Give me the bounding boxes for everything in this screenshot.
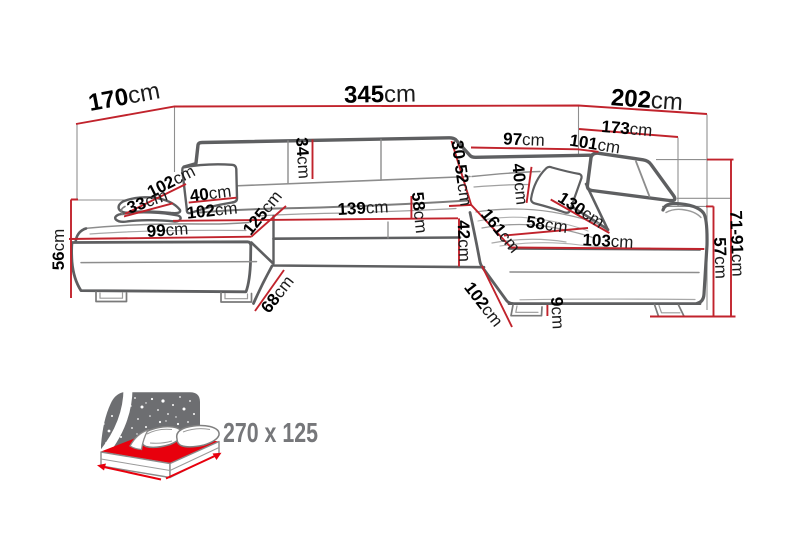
svg-text:40cm: 40cm [189, 182, 233, 206]
svg-text:202cm: 202cm [610, 84, 684, 116]
svg-text:58cm: 58cm [408, 191, 431, 234]
svg-text:71-91cm: 71-91cm [726, 210, 747, 277]
svg-text:102cm: 102cm [186, 199, 239, 223]
svg-text:97cm: 97cm [503, 129, 545, 149]
svg-text:56cm: 56cm [49, 229, 68, 271]
svg-text:173cm: 173cm [601, 117, 654, 140]
svg-text:42cm: 42cm [454, 220, 474, 262]
svg-text:139cm: 139cm [337, 197, 389, 219]
svg-text:34cm: 34cm [292, 137, 314, 180]
svg-text:103cm: 103cm [582, 230, 634, 252]
svg-text:345cm: 345cm [344, 81, 417, 109]
svg-text:170cm: 170cm [86, 77, 162, 117]
svg-text:99cm: 99cm [146, 219, 189, 241]
svg-text:270 x 125: 270 x 125 [223, 417, 318, 448]
svg-text:40cm: 40cm [508, 162, 531, 205]
svg-text:58cm: 58cm [525, 212, 569, 237]
svg-text:101cm: 101cm [568, 131, 621, 158]
svg-text:9cm: 9cm [547, 296, 568, 329]
svg-text:57cm: 57cm [710, 237, 730, 279]
